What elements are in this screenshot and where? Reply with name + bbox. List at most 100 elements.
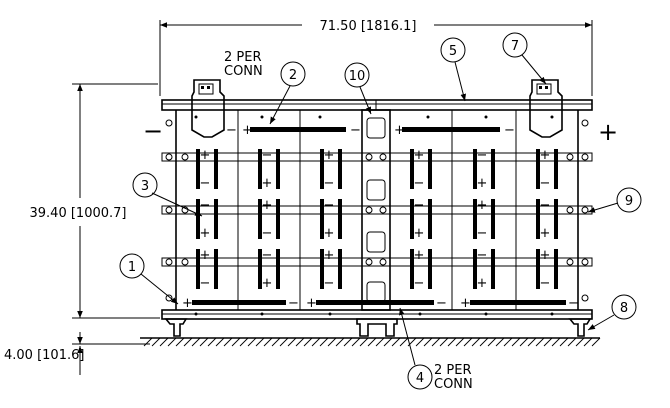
rail-dot	[318, 115, 322, 119]
cell-strap	[491, 199, 495, 239]
cell-strap	[214, 249, 218, 289]
polarity-mark: +	[200, 148, 211, 163]
cell-strap	[338, 199, 342, 239]
svg-text:7: 7	[511, 39, 519, 54]
ground-hatch	[503, 337, 513, 347]
polarity-mark: −	[262, 148, 273, 163]
shelf-rail	[161, 205, 593, 215]
cell-strap	[258, 149, 262, 189]
callout-7: 7	[502, 32, 547, 85]
cell-strap	[320, 149, 324, 189]
ground-hatch	[511, 337, 521, 347]
bolt	[581, 258, 589, 266]
svg-text:5: 5	[449, 44, 457, 59]
callout-2: 2	[269, 61, 306, 125]
battery-cells	[175, 110, 579, 310]
polarity-mark: +	[324, 148, 335, 163]
cell-strap	[258, 249, 262, 289]
cell-strap	[258, 199, 262, 239]
ground-hatch	[455, 337, 465, 347]
ground-hatch	[391, 337, 401, 347]
ground-hatch	[247, 337, 257, 347]
polarity-mark: −	[540, 198, 551, 213]
polarity-mark: +	[460, 296, 471, 311]
cell-strap	[554, 249, 558, 289]
polarity-mark: +	[262, 198, 273, 213]
ground-hatch	[583, 337, 593, 347]
ground-hatch	[487, 337, 497, 347]
bolt	[165, 153, 173, 161]
cell-strap	[196, 149, 200, 189]
polarity-mark: −	[200, 176, 211, 191]
svg-text:8: 8	[620, 301, 628, 316]
ground-hatch	[383, 337, 393, 347]
note-top-line2: CONN	[224, 64, 263, 79]
shelf-rail	[161, 152, 593, 162]
ground-hatch	[543, 337, 553, 347]
callout-9: 9	[587, 187, 642, 213]
bolt	[379, 206, 387, 214]
polarity-mark: −	[226, 123, 237, 138]
cell-strap	[214, 149, 218, 189]
polarity-mark: −	[414, 198, 425, 213]
ground-hatch	[279, 337, 289, 347]
ground-hatch	[143, 337, 153, 347]
cell-strap	[410, 199, 414, 239]
ground-hatch	[463, 337, 473, 347]
ground-hatch	[255, 337, 265, 347]
polarity-mark: +	[477, 198, 488, 213]
ground-hatch	[479, 337, 489, 347]
ground-hatch	[575, 337, 585, 347]
cell-strap	[410, 149, 414, 189]
ground-hatch	[223, 337, 233, 347]
terminal-block-left	[191, 79, 225, 138]
polarity-mark: −	[477, 226, 488, 241]
ground-hatch	[351, 337, 361, 347]
ground-hatch	[191, 337, 201, 347]
svg-text:2: 2	[289, 68, 297, 83]
polarity-mark: −	[477, 248, 488, 263]
polarity-mark: +	[262, 276, 273, 291]
ground-hatch	[519, 337, 529, 347]
bolt	[566, 206, 574, 214]
column-window	[366, 231, 386, 253]
polarity-mark: +	[414, 226, 425, 241]
cell-strap	[536, 199, 540, 239]
cell-strap	[410, 249, 414, 289]
ground-hatch	[367, 337, 377, 347]
cell-strap	[473, 249, 477, 289]
ground-hatch	[175, 337, 185, 347]
bolt	[581, 119, 589, 127]
polarity-mark: −	[350, 123, 361, 138]
rail-dot	[194, 115, 198, 119]
bolt	[581, 294, 589, 302]
ground-line	[140, 337, 601, 347]
ground-hatch	[447, 337, 457, 347]
bottom-busbar	[316, 300, 434, 305]
polarity-mark: −	[262, 226, 273, 241]
ground-hatch	[431, 337, 441, 347]
rail-dot	[484, 115, 488, 119]
ground-hatch	[271, 337, 281, 347]
bolt	[165, 258, 173, 266]
polarity-mark: +	[242, 123, 253, 138]
polarity-mark: −	[504, 123, 515, 138]
bolt	[581, 206, 589, 214]
negative-terminal-sign: −	[143, 117, 163, 145]
polarity-mark: +	[306, 296, 317, 311]
shelf-rail	[161, 257, 593, 267]
cell-strap	[196, 249, 200, 289]
callout-3: 3	[132, 172, 203, 217]
ground-hatch	[215, 337, 225, 347]
rail-dot	[418, 312, 422, 316]
cell-strap	[320, 249, 324, 289]
polarity-mark: +	[324, 248, 335, 263]
width-dimension: 71.50 [1816.1]	[159, 19, 593, 96]
svg-text:10: 10	[349, 69, 366, 84]
rail-dot	[550, 312, 554, 316]
cell-strap	[428, 249, 432, 289]
ground-hatch	[231, 337, 241, 347]
cell-strap	[554, 199, 558, 239]
polarity-mark: −	[414, 176, 425, 191]
bolt	[165, 206, 173, 214]
